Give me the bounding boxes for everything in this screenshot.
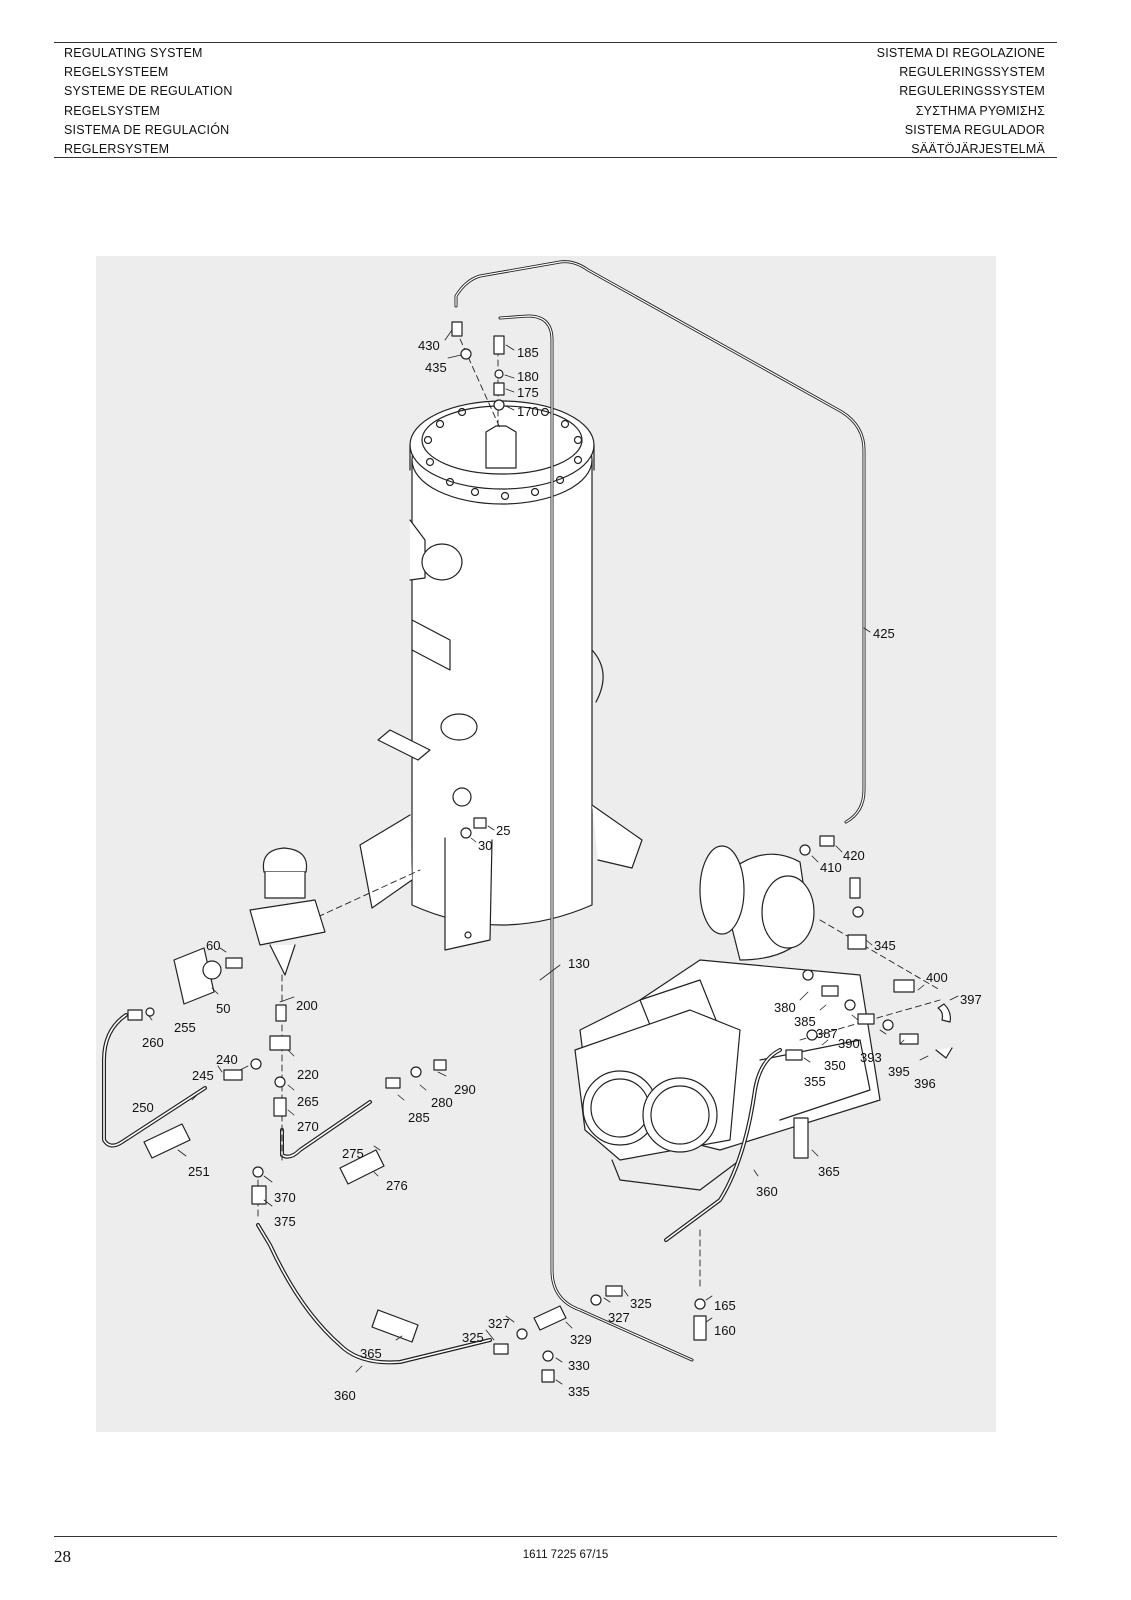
regulating-valve: [249, 847, 326, 976]
header-titles-right: SISTEMA DI REGOLAZIONE REGULERINGSSYSTEM…: [877, 44, 1045, 159]
header-title-de-ch: REGLERSYSTEM: [64, 142, 170, 157]
header-title-el: ΣΥΣΤΗΜΑ ΡΥΘΜΙΣΗΣ: [915, 103, 1045, 118]
header-title-it: SISTEMA DI REGOLAZIONE: [876, 46, 1045, 60]
callout-285: 285: [408, 1110, 430, 1125]
sleeve-365-upper: [793, 1117, 809, 1159]
header-title-de: REGELSYSTEM: [64, 103, 160, 118]
callout-380: 380: [774, 1000, 796, 1015]
callout-385: 385: [794, 1014, 816, 1029]
header-titles-left: REGULATING SYSTEM REGELSYSTEEM SYSTEME D…: [64, 44, 233, 159]
callout-430: 430: [418, 338, 440, 353]
callout-360-upper: 360: [756, 1184, 778, 1199]
callout-410: 410: [820, 860, 842, 875]
callout-365-upper: 365: [818, 1164, 840, 1179]
callout-160: 160: [714, 1323, 736, 1338]
receiver-vessel: [359, 400, 643, 951]
callout-25: 25: [496, 823, 510, 838]
callout-270: 270: [297, 1119, 319, 1134]
callout-245: 245: [192, 1068, 214, 1083]
header-title-fr: SYSTEME DE REGULATION: [64, 84, 233, 99]
callout-labels: 430 435 185 180 175 170 425 25 30 420 41…: [132, 338, 982, 1403]
sleeve-276: [339, 1149, 385, 1185]
header-title-en: REGULATING SYSTEM: [64, 46, 203, 60]
callout-350: 350: [824, 1058, 846, 1073]
page-number: 28: [54, 1547, 71, 1566]
flange-bolts: [423, 407, 583, 501]
compressor-element: [574, 845, 881, 1191]
header-bottom-rule: [54, 157, 1057, 158]
header-title-es: SISTEMA DE REGULACIÓN: [64, 122, 230, 137]
callout-395: 395: [888, 1064, 910, 1079]
callout-397: 397: [960, 992, 982, 1007]
callout-200: 200: [296, 998, 318, 1013]
callout-345: 345: [874, 938, 896, 953]
header-top-rule: [54, 42, 1057, 43]
callout-240: 240: [216, 1052, 238, 1067]
callout-400: 400: [926, 970, 948, 985]
callout-275: 275: [342, 1146, 364, 1161]
callout-30: 30: [478, 838, 492, 853]
header-title-no: REGULERINGSSYSTEM: [899, 65, 1045, 80]
callout-50: 50: [216, 1001, 230, 1016]
callout-390: 390: [838, 1036, 860, 1051]
callout-220: 220: [297, 1067, 319, 1082]
callout-130: 130: [568, 956, 590, 971]
parts-illustration: 430 435 185 180 175 170 425 25 30 420 41…: [102, 260, 982, 1403]
callout-325-left: 325: [462, 1330, 484, 1345]
footer-rule: [54, 1536, 1057, 1537]
callout-170: 170: [517, 404, 539, 419]
header-title-da: REGULERINGSSYSTEM: [899, 84, 1045, 99]
callout-255: 255: [174, 1020, 196, 1035]
callout-175: 175: [517, 385, 539, 400]
callout-370: 370: [274, 1190, 296, 1205]
leader-lines: [147, 329, 959, 1385]
callout-280: 280: [431, 1095, 453, 1110]
callout-425: 425: [873, 626, 895, 641]
sleeve-251: [143, 1123, 191, 1159]
callout-265: 265: [297, 1094, 319, 1109]
callout-276: 276: [386, 1178, 408, 1193]
exploded-parts-drawing: 430 435 185 180 175 170 425 25 30 420 41…: [96, 256, 996, 1432]
callout-387: 387: [816, 1026, 838, 1041]
sleeve-365-lower: [371, 1309, 419, 1343]
callout-335: 335: [568, 1384, 590, 1399]
callout-185: 185: [517, 345, 539, 360]
callout-396: 396: [914, 1076, 936, 1091]
callout-260: 260: [142, 1035, 164, 1050]
callout-365-lower: 365: [360, 1346, 382, 1361]
callout-60: 60: [206, 938, 220, 953]
header-title-nl: REGELSYSTEEM: [64, 65, 169, 80]
callout-355: 355: [804, 1074, 826, 1089]
callout-435: 435: [425, 360, 447, 375]
callout-360-lower: 360: [334, 1388, 356, 1403]
callout-325-right: 325: [630, 1296, 652, 1311]
callout-290: 290: [454, 1082, 476, 1097]
fittings: [127, 321, 953, 1383]
callout-393: 393: [860, 1050, 882, 1065]
solenoid-valve-50: [173, 947, 222, 1005]
header-title-fi: SÄÄTÖJÄRJESTELMÄ: [911, 142, 1045, 157]
hose-360-lower: [256, 1223, 492, 1365]
callout-375: 375: [274, 1214, 296, 1229]
header-title-pt: SISTEMA REGULADOR: [904, 122, 1045, 137]
callout-165: 165: [714, 1298, 736, 1313]
callout-330: 330: [568, 1358, 590, 1373]
callout-250: 250: [132, 1100, 154, 1115]
document-code: 1611 7225 67/15: [522, 1549, 609, 1561]
callout-329: 329: [570, 1332, 592, 1347]
callout-327-left: 327: [488, 1316, 510, 1331]
callout-251: 251: [188, 1164, 210, 1179]
callout-180: 180: [517, 369, 539, 384]
callout-327-right: 327: [608, 1310, 630, 1325]
callout-420: 420: [843, 848, 865, 863]
